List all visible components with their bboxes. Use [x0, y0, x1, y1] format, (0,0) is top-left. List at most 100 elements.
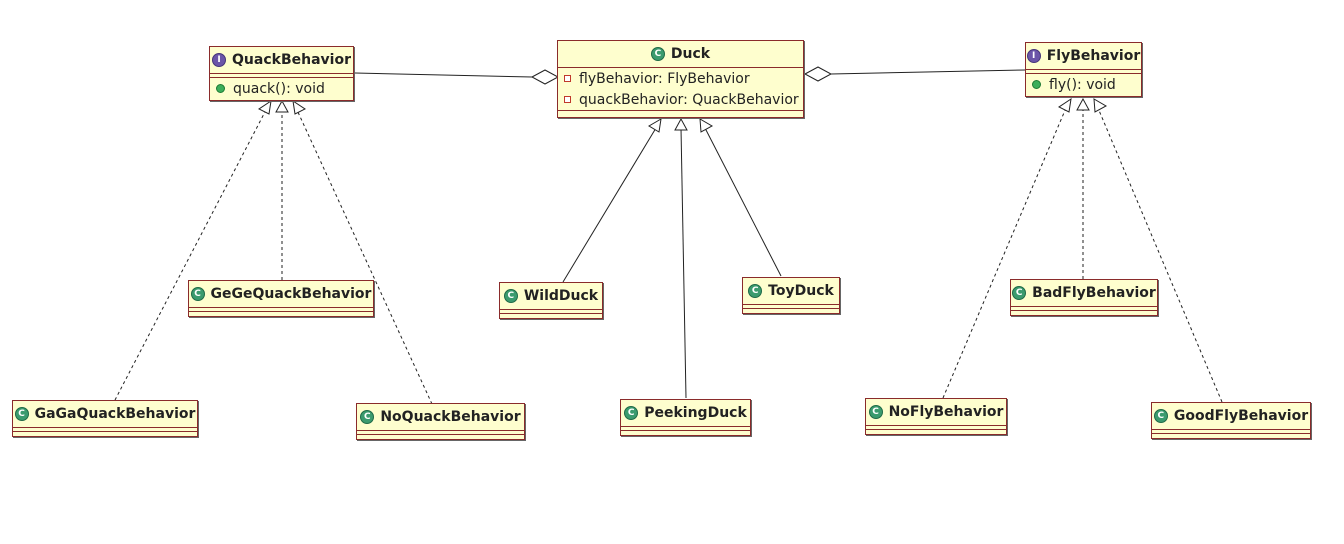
class-badflybehavior[interactable]: C BadFlyBehavior	[1010, 279, 1158, 316]
methods-compartment	[558, 111, 803, 114]
field-row: flyBehavior: FlyBehavior	[564, 68, 797, 89]
class-header: C NoQuackBehavior	[357, 404, 524, 431]
class-header: C NoFlyBehavior	[866, 399, 1006, 426]
arrowhead-noquack	[292, 99, 306, 115]
class-icon: C	[1153, 409, 1168, 423]
class-noquackbehavior[interactable]: C NoQuackBehavior	[356, 403, 525, 440]
realization-noquack	[296, 109, 433, 405]
fields-compartment	[189, 308, 373, 312]
private-field-icon	[564, 75, 571, 82]
methods-compartment	[866, 430, 1006, 433]
fields-compartment	[743, 305, 839, 309]
public-method-icon	[216, 84, 225, 93]
methods-compartment: quack(): void	[210, 78, 353, 101]
arrowhead-goodfly	[1093, 98, 1108, 113]
field-row: quackBehavior: QuackBehavior	[564, 89, 799, 110]
class-icon: C	[503, 289, 518, 303]
class-goodflybehavior[interactable]: C GoodFlyBehavior	[1151, 402, 1311, 439]
class-name: BadFlyBehavior	[1032, 285, 1156, 301]
generalization-peekingduck	[680, 127, 687, 399]
arrowhead-wildduck	[648, 118, 662, 133]
class-icon: C	[14, 407, 29, 421]
aggregation-diamond-left	[530, 69, 560, 85]
methods-compartment	[743, 309, 839, 312]
aggregation-duck-flybehavior	[830, 69, 1026, 75]
attributes-compartment	[210, 74, 353, 78]
interface-flybehavior[interactable]: I FlyBehavior fly(): void	[1025, 42, 1142, 97]
field-signature: flyBehavior: FlyBehavior	[579, 70, 750, 87]
fields-compartment	[866, 426, 1006, 430]
class-icon: C	[868, 405, 883, 419]
class-name: NoQuackBehavior	[380, 409, 521, 425]
interface-header: I FlyBehavior	[1026, 43, 1141, 70]
class-header: C PeekingDuck	[621, 400, 750, 427]
fields-compartment	[500, 310, 602, 314]
methods-compartment	[1152, 434, 1310, 437]
class-gagaquackbehavior[interactable]: C GaGaQuackBehavior	[12, 400, 198, 437]
arrowhead-nofly	[1058, 97, 1072, 113]
class-noflybehavior[interactable]: C NoFlyBehavior	[865, 398, 1007, 435]
class-name: GaGaQuackBehavior	[34, 406, 196, 422]
interface-icon: I	[1026, 49, 1041, 63]
realization-nofly	[942, 107, 1067, 399]
class-wildduck[interactable]: C WildDuck	[499, 282, 603, 319]
class-name: PeekingDuck	[644, 405, 747, 421]
method-signature: quack(): void	[233, 80, 325, 97]
public-method-icon	[1032, 80, 1041, 89]
fields-compartment: flyBehavior: FlyBehavior quackBehavior: …	[558, 68, 803, 111]
class-header: C BadFlyBehavior	[1011, 280, 1157, 307]
generalization-toyduck	[704, 127, 782, 277]
class-header: C Duck	[558, 41, 803, 68]
class-duck[interactable]: C Duck flyBehavior: FlyBehavior quackBeh…	[557, 40, 804, 118]
class-header: C WildDuck	[500, 283, 602, 310]
methods-compartment	[189, 312, 373, 315]
class-gegequackbehavior[interactable]: C GeGeQuackBehavior	[188, 280, 374, 317]
attributes-compartment	[1026, 70, 1141, 74]
class-icon: C	[1012, 286, 1027, 300]
realization-gagaquack	[114, 109, 267, 401]
class-icon: C	[650, 47, 665, 61]
class-name: WildDuck	[523, 288, 599, 304]
interface-header: I QuackBehavior	[210, 47, 353, 74]
methods-compartment	[357, 435, 524, 438]
generalization-wildduck	[562, 127, 657, 283]
methods-compartment	[1011, 311, 1157, 314]
class-icon: C	[360, 410, 375, 424]
method-signature: fly(): void	[1049, 76, 1116, 93]
methods-compartment	[621, 431, 750, 434]
interface-quackbehavior[interactable]: I QuackBehavior quack(): void	[209, 46, 354, 101]
fields-compartment	[357, 431, 524, 435]
class-name: ToyDuck	[768, 283, 834, 299]
method-row: quack(): void	[216, 78, 347, 99]
class-peekingduck[interactable]: C PeekingDuck	[620, 399, 751, 436]
aggregation-diamond-right	[803, 66, 833, 82]
fields-compartment	[13, 428, 197, 432]
private-field-icon	[564, 96, 571, 103]
field-signature: quackBehavior: QuackBehavior	[579, 91, 799, 108]
class-header: C GaGaQuackBehavior	[13, 401, 197, 428]
class-header: C ToyDuck	[743, 278, 839, 305]
aggregation-duck-quackbehavior	[354, 72, 533, 78]
arrowhead-gagaquack	[258, 99, 272, 115]
interface-name: QuackBehavior	[232, 52, 351, 68]
class-toyduck[interactable]: C ToyDuck	[742, 277, 840, 314]
class-header: C GeGeQuackBehavior	[189, 281, 373, 308]
arrowhead-toyduck	[699, 118, 714, 133]
method-row: fly(): void	[1032, 74, 1135, 95]
class-name: GeGeQuackBehavior	[210, 286, 372, 302]
methods-compartment: fly(): void	[1026, 74, 1141, 97]
methods-compartment	[500, 314, 602, 317]
class-icon: C	[190, 287, 205, 301]
interface-name: FlyBehavior	[1046, 48, 1141, 64]
fields-compartment	[1152, 430, 1310, 434]
arrowhead-gegequack	[275, 99, 289, 113]
class-name: NoFlyBehavior	[888, 404, 1004, 420]
methods-compartment	[13, 432, 197, 435]
class-icon: C	[624, 406, 639, 420]
class-icon: C	[748, 284, 763, 298]
fields-compartment	[1011, 307, 1157, 311]
class-header: C GoodFlyBehavior	[1152, 403, 1310, 430]
fields-compartment	[621, 427, 750, 431]
